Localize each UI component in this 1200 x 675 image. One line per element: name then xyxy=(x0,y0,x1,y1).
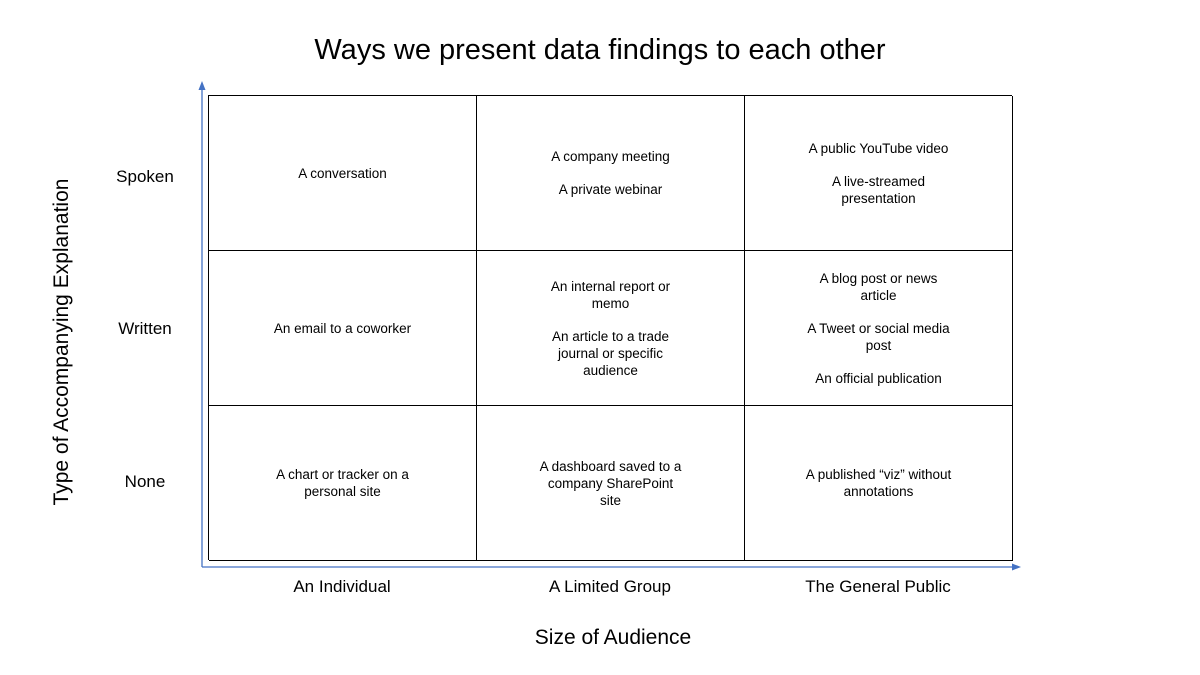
col-label-general-public: The General Public xyxy=(805,577,951,596)
cell-item: An internal report or memo xyxy=(550,278,671,311)
matrix-cell: A conversation xyxy=(209,96,477,251)
cell-item: A conversation xyxy=(298,165,387,181)
matrix-cell: A published “viz” without annotations xyxy=(745,406,1013,561)
chart-title: Ways we present data findings to each ot… xyxy=(314,34,886,66)
cell-item: A blog post or news article xyxy=(819,270,938,303)
matrix-cell: A chart or tracker on a personal site xyxy=(209,406,477,561)
cell-item: A published “viz” without annotations xyxy=(805,467,952,499)
cell-item: A public YouTube video xyxy=(808,140,949,156)
cell-item: A chart or tracker on a personal site xyxy=(276,467,409,499)
row-label-spoken: Spoken xyxy=(116,167,174,186)
x-axis-title: Size of Audience xyxy=(534,626,692,649)
matrix-cell: A dashboard saved to a company SharePoin… xyxy=(477,406,745,561)
x-axis-arrow xyxy=(1012,563,1021,571)
cell-item: An article to a trade journal or specifi… xyxy=(551,328,670,378)
col-label-individual: An Individual xyxy=(293,577,391,596)
row-label-written: Written xyxy=(118,319,172,338)
matrix-cell: An email to a coworker xyxy=(209,251,477,406)
row-label-none: None xyxy=(124,472,166,491)
matrix-cell: A company meeting A private webinar xyxy=(477,96,745,251)
matrix-cell: A blog post or news article A Tweet or so… xyxy=(745,251,1013,406)
cell-item: A Tweet or social media post xyxy=(807,320,950,353)
cell-item: An official publication xyxy=(815,370,942,386)
cell-item: An email to a coworker xyxy=(273,320,412,336)
cell-item: A live-streamed presentation xyxy=(831,173,926,206)
y-axis-arrow xyxy=(198,81,206,90)
cell-item: A dashboard saved to a company SharePoin… xyxy=(539,458,682,508)
matrix-grid: A conversation A company meeting A private… xyxy=(208,95,1013,561)
cell-item: A company meeting xyxy=(551,149,670,164)
cell-item: A private webinar xyxy=(558,182,663,197)
matrix-cell: A public YouTube video A live-streamed pr… xyxy=(745,96,1013,251)
y-axis-title-text: Type of Accompanying Explanation xyxy=(50,178,73,506)
matrix-cell: An internal report or memo An article to … xyxy=(477,251,745,406)
col-label-limited-group: A Limited Group xyxy=(549,577,671,596)
